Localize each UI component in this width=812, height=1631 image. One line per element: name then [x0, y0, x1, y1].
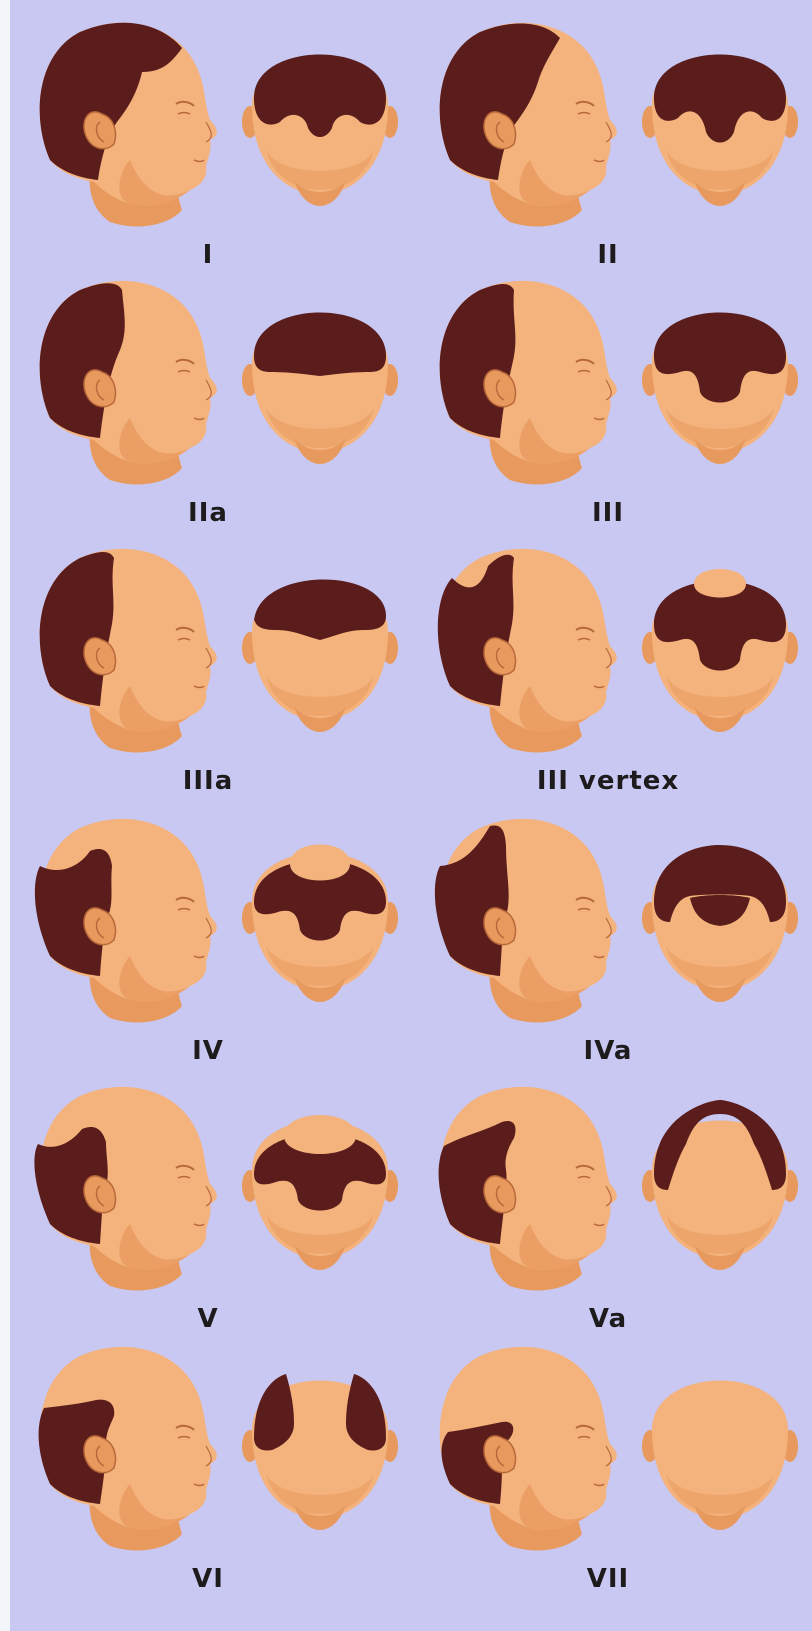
- side-view-head: [440, 1347, 617, 1551]
- stage-3-illustration: [10, 268, 406, 498]
- side-view-head: [440, 23, 617, 227]
- stage-2-illustration: [410, 10, 806, 240]
- side-view-head: [35, 819, 217, 1023]
- stage-5-label: IIIa: [10, 766, 406, 796]
- stage-3-label: IIa: [10, 498, 406, 528]
- stage-8-label: IVa: [410, 1036, 806, 1066]
- side-view-head: [440, 281, 617, 485]
- stage-11: VI: [10, 1334, 406, 1602]
- side-view-head: [39, 1347, 217, 1551]
- stage-12: VII: [410, 1334, 806, 1602]
- stage-6-label: III vertex: [410, 766, 806, 796]
- stage-9-illustration: [10, 1074, 406, 1304]
- stage-2: II: [410, 10, 806, 278]
- top-view-head: [642, 1100, 798, 1270]
- side-view-head: [40, 23, 217, 227]
- top-view-head: [242, 1115, 398, 1270]
- stage-7: IV: [10, 806, 406, 1074]
- top-view-head: [642, 1381, 798, 1531]
- stage-10: Va: [410, 1074, 806, 1342]
- stage-12-illustration: [410, 1334, 806, 1564]
- top-view-head: [642, 569, 798, 732]
- top-view-head: [242, 579, 398, 732]
- side-view-head: [40, 281, 217, 485]
- stage-4-label: III: [410, 498, 806, 528]
- stage-4-illustration: [410, 268, 806, 498]
- stage-1-illustration: [10, 10, 406, 240]
- stage-2-label: II: [410, 240, 806, 270]
- stage-7-label: IV: [10, 1036, 406, 1066]
- stage-8-illustration: [410, 806, 806, 1036]
- side-view-head: [40, 549, 217, 753]
- stage-6-illustration: [410, 536, 806, 766]
- top-view-head: [242, 313, 398, 465]
- side-view-head: [435, 819, 617, 1023]
- top-view-head: [642, 313, 798, 465]
- stage-4: III: [410, 268, 806, 536]
- left-margin: [0, 0, 10, 1631]
- top-view-head: [642, 845, 798, 1002]
- side-view-head: [34, 1087, 216, 1291]
- stage-6: III vertex: [410, 536, 806, 804]
- stage-5-illustration: [10, 536, 406, 766]
- top-view-head: [242, 55, 398, 207]
- stage-7-illustration: [10, 806, 406, 1036]
- top-view-head: [242, 845, 398, 1003]
- stage-12-label: VII: [410, 1564, 806, 1594]
- stage-8: IVa: [410, 806, 806, 1074]
- stage-10-illustration: [410, 1074, 806, 1304]
- stage-11-label: VI: [10, 1564, 406, 1594]
- stage-5: IIIa: [10, 536, 406, 804]
- top-view-head: [242, 1374, 398, 1530]
- stage-1-label: I: [10, 240, 406, 270]
- stage-9: V: [10, 1074, 406, 1342]
- stage-9-label: V: [10, 1304, 406, 1334]
- stage-11-illustration: [10, 1334, 406, 1564]
- side-view-head: [439, 1087, 617, 1291]
- stage-1: I: [10, 10, 406, 278]
- stage-10-label: Va: [410, 1304, 806, 1334]
- side-view-head: [438, 549, 617, 753]
- stage-3: IIa: [10, 268, 406, 536]
- top-view-head: [642, 55, 798, 207]
